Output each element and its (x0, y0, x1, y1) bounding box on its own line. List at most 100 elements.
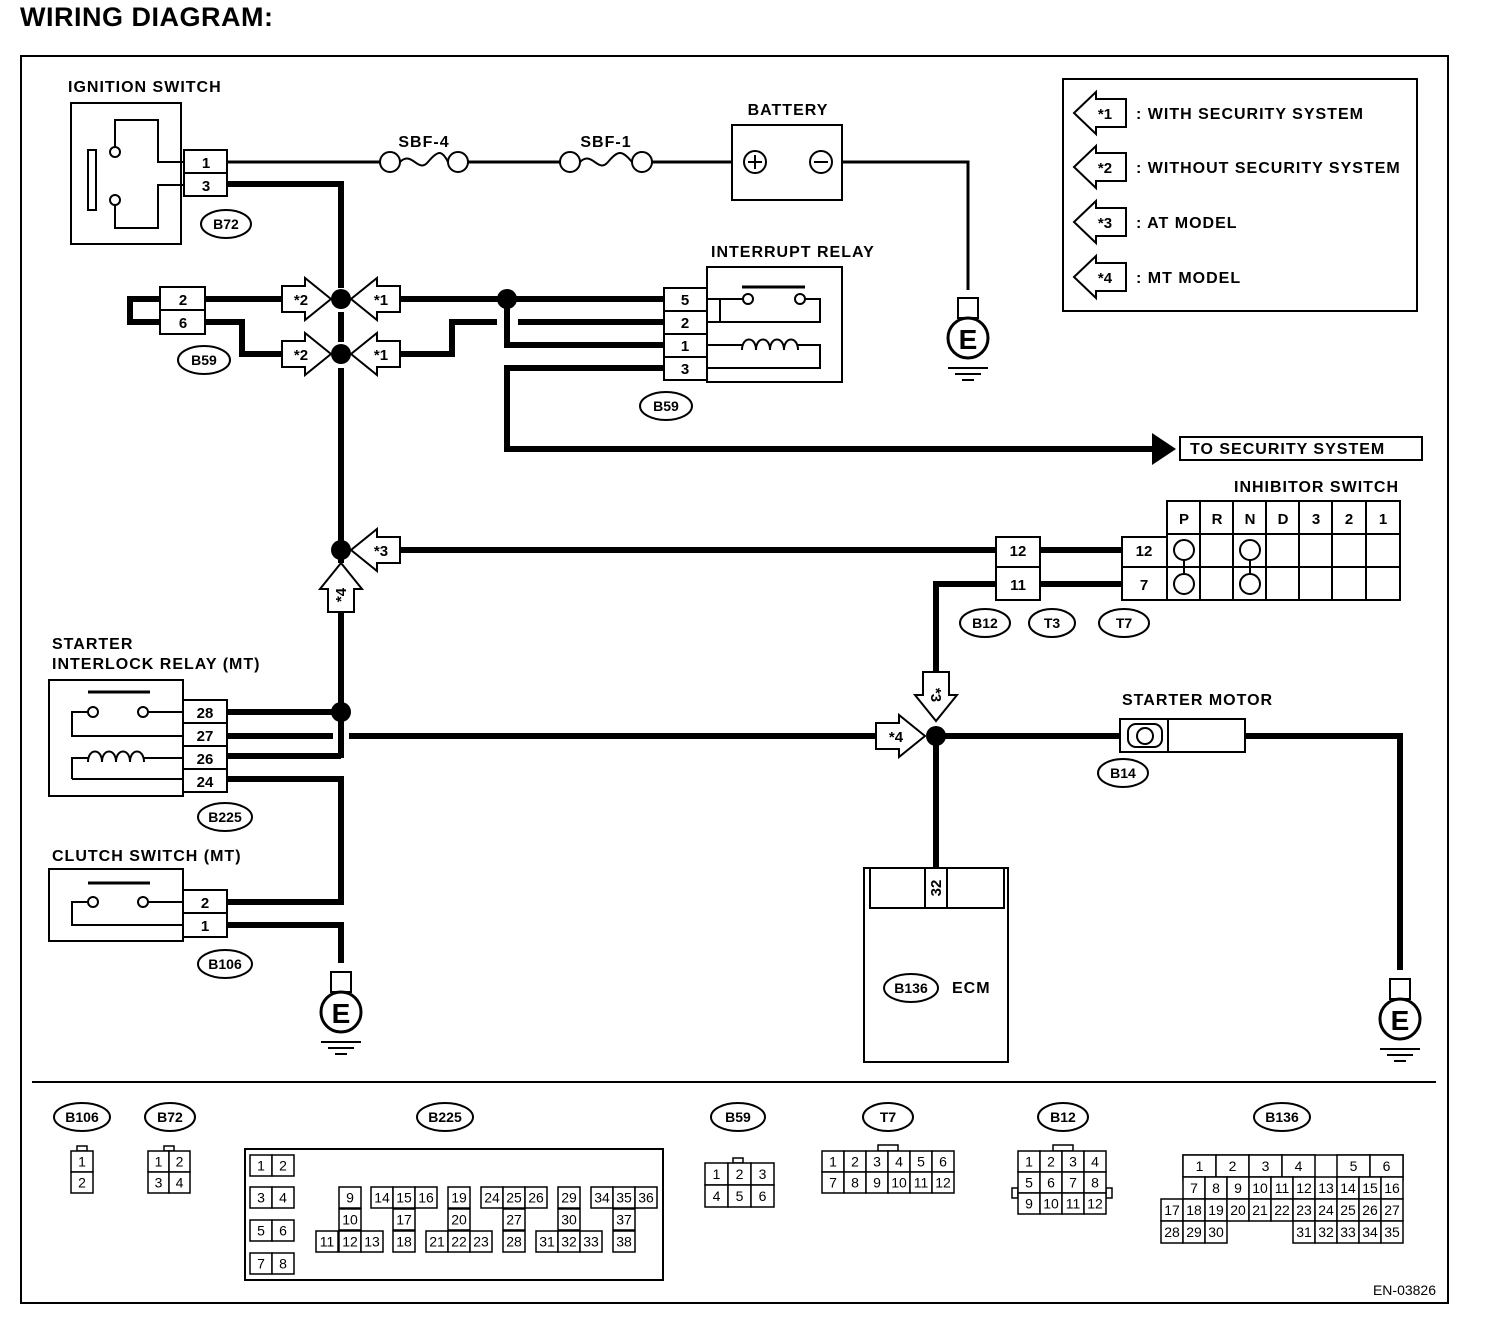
svg-text:TO SECURITY SYSTEM: TO SECURITY SYSTEM (1190, 441, 1385, 458)
pin-number: 11 (1275, 1180, 1290, 1196)
pin-cell (612, 1208, 636, 1231)
svg-text:1: 1 (1379, 511, 1387, 528)
pin-number: 7 (829, 1175, 837, 1191)
pin-cell (524, 1186, 548, 1209)
pin-number: 2 (1229, 1158, 1237, 1174)
face-b106-label: B106 (53, 1102, 111, 1132)
thin-wires (227, 160, 970, 290)
ecm: 32 B136 ECM (863, 867, 1009, 1063)
pin-number: 1 (155, 1154, 163, 1170)
svg-text:28: 28 (197, 705, 214, 722)
face-b12-label: B12 (1037, 1102, 1089, 1132)
svg-text:27: 27 (197, 728, 214, 745)
battery: BATTERY (731, 102, 843, 201)
pin-cell (447, 1186, 471, 1209)
pin-number: 3 (759, 1166, 767, 1182)
svg-text:B72: B72 (157, 1109, 183, 1125)
pin-number: 8 (1091, 1175, 1099, 1191)
option-mark-1a: *1 (349, 275, 401, 323)
fuse-sbf1: SBF-1 (559, 134, 653, 173)
pin-number: 12 (342, 1234, 358, 1250)
svg-text:B225: B225 (208, 809, 242, 825)
pin-number: 10 (1043, 1196, 1059, 1212)
pin-number: 25 (1340, 1202, 1356, 1218)
pin-number: 11 (914, 1175, 929, 1191)
pin-number: 9 (346, 1190, 354, 1206)
pin-number: 15 (396, 1190, 412, 1206)
pin-number: 5 (257, 1223, 265, 1239)
pin-number: 4 (1295, 1158, 1303, 1174)
pin-cell (469, 1230, 493, 1253)
option-mark-3-down: *3 (912, 671, 960, 723)
face-b72-label: B72 (144, 1102, 196, 1132)
to-security-system: TO SECURITY SYSTEM (1152, 433, 1423, 465)
svg-text:CLUTCH SWITCH (MT): CLUTCH SWITCH (MT) (52, 848, 242, 865)
junctions (331, 289, 946, 746)
pin-cell (392, 1230, 416, 1253)
interrupt-relay: INTERRUPT RELAY 5 2 1 3 B59 (639, 244, 875, 421)
pin-number: 8 (851, 1175, 859, 1191)
face-b106: 12 (70, 1145, 94, 1194)
svg-text:6: 6 (179, 315, 187, 332)
svg-text:INTERRUPT RELAY: INTERRUPT RELAY (711, 244, 875, 261)
pin-number: 17 (396, 1212, 412, 1228)
pin-number: 10 (891, 1175, 907, 1191)
svg-text:*1: *1 (1098, 106, 1112, 123)
pin-cell (612, 1230, 636, 1253)
face-b136-label: B136 (1253, 1102, 1311, 1132)
pin-number: 33 (583, 1234, 599, 1250)
pin-cell (1204, 1220, 1228, 1244)
pin-number: 6 (1383, 1158, 1391, 1174)
legend-item-4: *4 : MT MODEL (1072, 253, 1240, 301)
svg-text:INHIBITOR SWITCH: INHIBITOR SWITCH (1234, 479, 1399, 496)
svg-text:INTERLOCK RELAY (MT): INTERLOCK RELAY (MT) (52, 656, 260, 673)
legend-item-2: *2 : WITHOUT SECURITY SYSTEM (1072, 143, 1400, 191)
pin-number: 22 (451, 1234, 467, 1250)
inhibitor-switch: INHIBITOR SWITCH P R N D 3 2 1 12 7 (1121, 479, 1401, 601)
pin-number: 23 (1296, 1202, 1312, 1218)
pin-number: 9 (1234, 1180, 1242, 1196)
pin-number: 9 (1025, 1196, 1033, 1212)
pin-number: 24 (484, 1190, 500, 1206)
pin-number: 2 (1047, 1154, 1055, 1170)
pin-number: 6 (939, 1154, 947, 1170)
option-mark-4-up: *4 (317, 561, 365, 613)
pin-number: 32 (1318, 1224, 1334, 1240)
svg-text:B136: B136 (894, 980, 928, 996)
pin-number: 14 (374, 1190, 390, 1206)
pin-number: 7 (1069, 1175, 1077, 1191)
svg-text:T7: T7 (880, 1109, 897, 1125)
pin-number: 28 (506, 1234, 522, 1250)
svg-text:3: 3 (202, 178, 210, 195)
clutch-switch: CLUTCH SWITCH (MT) 2 1 B106 (48, 848, 253, 979)
option-mark-3-left: *3 (349, 526, 401, 574)
svg-text:2: 2 (179, 292, 187, 309)
pin-number: 27 (506, 1212, 522, 1228)
svg-text:B59: B59 (725, 1109, 751, 1125)
pin-number: 10 (1252, 1180, 1268, 1196)
pin-number: 1 (257, 1158, 265, 1174)
svg-text:7: 7 (1140, 577, 1148, 594)
face-b59-label: B59 (710, 1102, 766, 1132)
svg-text:24: 24 (197, 774, 214, 791)
pin-number: 24 (1318, 1202, 1334, 1218)
svg-text:*3: *3 (927, 688, 944, 702)
svg-text:B136: B136 (1265, 1109, 1299, 1125)
svg-text:2: 2 (201, 895, 209, 912)
svg-text:1: 1 (202, 155, 210, 172)
svg-text:*1: *1 (374, 292, 388, 309)
pin-number: 8 (1212, 1180, 1220, 1196)
pin-number: 13 (1318, 1180, 1334, 1196)
pin-number: 3 (257, 1190, 265, 1206)
pin-number: 19 (451, 1190, 467, 1206)
pin-number: 37 (616, 1212, 632, 1228)
svg-text:*4: *4 (333, 587, 350, 602)
pin-number: 16 (1384, 1180, 1400, 1196)
pin-number: 26 (528, 1190, 544, 1206)
pin-number: 7 (257, 1256, 265, 1272)
pin-cell (1380, 1220, 1404, 1244)
svg-text:12: 12 (1136, 543, 1153, 560)
